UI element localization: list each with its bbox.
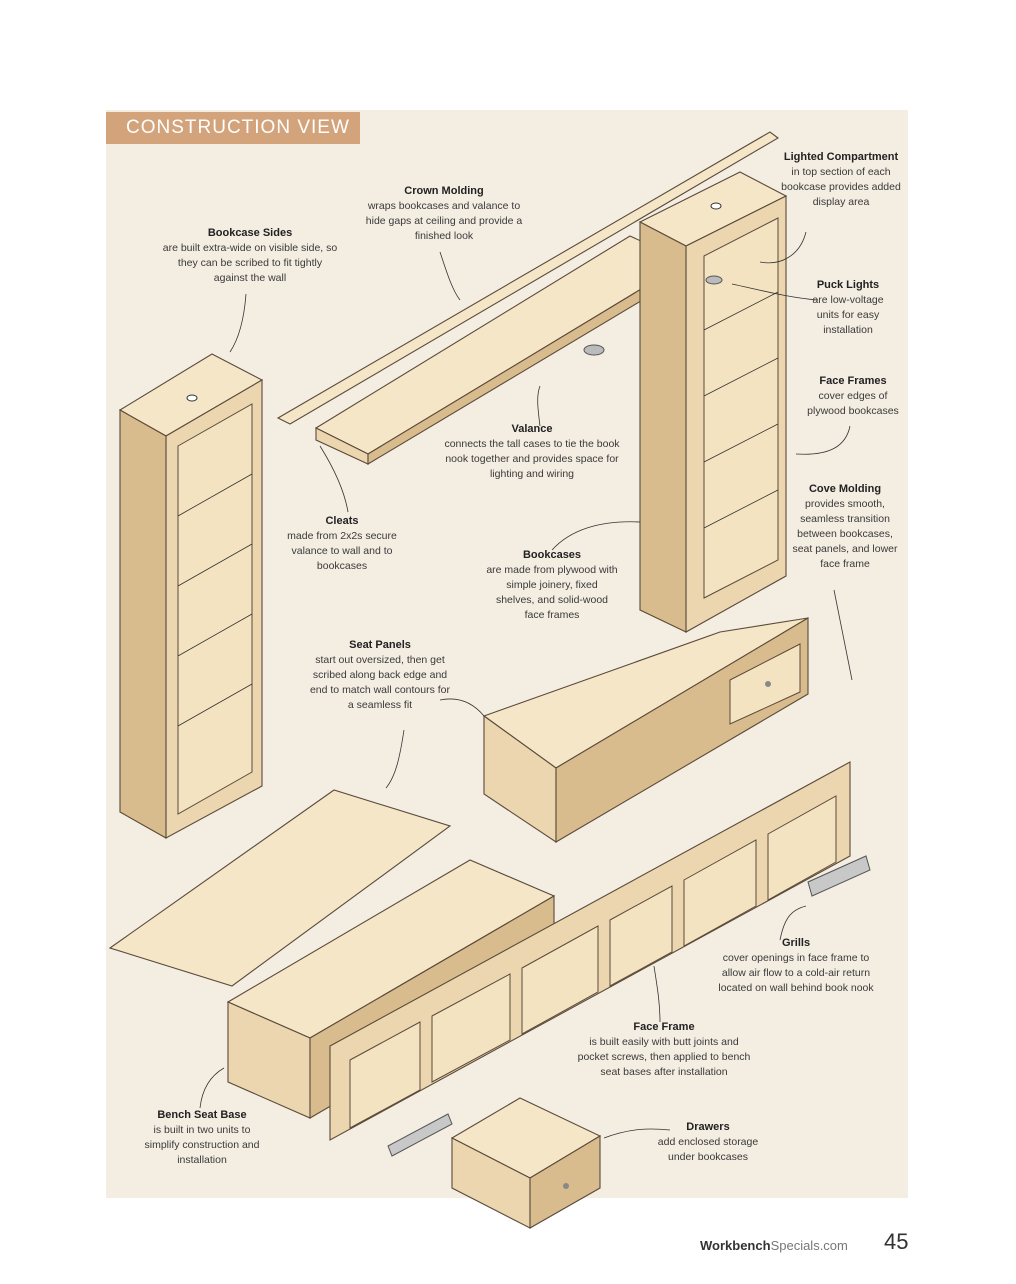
footer-brand: Workbench [700, 1238, 771, 1253]
left-bookcase-interior [177, 403, 253, 815]
footer-domain: Specials.com [770, 1238, 848, 1253]
seat-panel [108, 789, 452, 987]
puck-light [583, 344, 605, 356]
right-bookcase-side [639, 221, 687, 633]
section-header: CONSTRUCTION VIEW [106, 112, 360, 144]
left-bookcase-side [119, 409, 167, 839]
grill-left [387, 1113, 453, 1157]
crown-molding-strip [276, 131, 779, 425]
section-title: CONSTRUCTION VIEW [126, 117, 350, 138]
page-number: 45 [884, 1229, 909, 1254]
footer-site: WorkbenchSpecials.com [700, 1238, 848, 1253]
right-bookcase-interior [703, 217, 779, 599]
drawer-front [529, 1135, 601, 1229]
leader-lines [199, 231, 853, 1139]
puck-light-right [705, 275, 723, 285]
grill-right [807, 855, 871, 897]
